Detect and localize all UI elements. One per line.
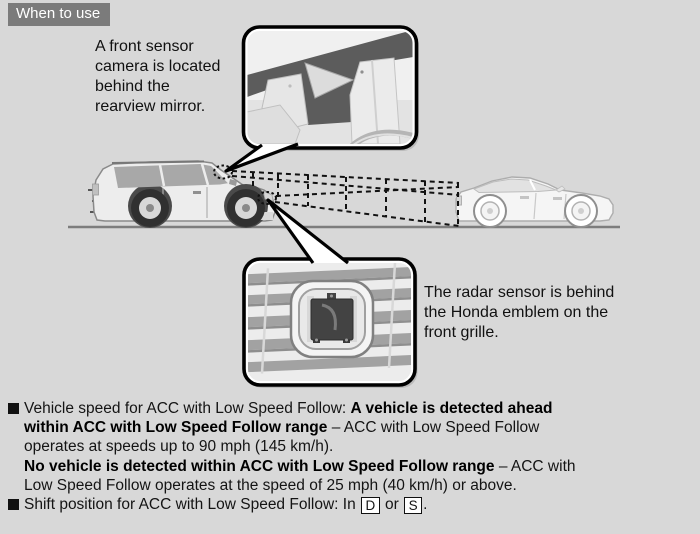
note-text: – ACC with [494, 457, 576, 475]
camera-housing-wedge [304, 62, 355, 99]
radar-callout-pointer [266, 198, 349, 265]
note-text: Shift position for ACC with Low Speed Fo… [24, 496, 360, 514]
sensor-range-illustration [68, 25, 620, 388]
vehicle-speed-note: Vehicle speed for ACC with Low Speed Fol… [8, 399, 682, 495]
camera-location-marker [213, 164, 233, 180]
shift-s-key: S [404, 497, 423, 515]
camera-callout-pointer [224, 142, 299, 173]
camera-callout-box [241, 25, 419, 151]
note-text: – ACC with Low Speed Follow [327, 419, 540, 437]
section-badge: When to use [8, 3, 111, 26]
radar-callout-box [242, 257, 418, 388]
bullet-square-icon [8, 499, 19, 511]
shift-d-key: D [361, 497, 380, 515]
note-text-bold: A vehicle is detected ahead [350, 400, 553, 417]
radar-unit [310, 293, 354, 343]
lead-sedan-illustration [455, 176, 614, 228]
radar-location-marker [257, 191, 277, 205]
shift-position-note: Shift position for ACC with Low Speed Fo… [8, 495, 682, 515]
note-text: Vehicle speed for ACC with Low Speed Fol… [24, 400, 351, 417]
note-text-bold: within ACC with Low Speed Follow range [24, 419, 328, 437]
bullet-square-icon [8, 403, 19, 414]
sensor-range-cone [231, 170, 460, 227]
note-text: or [380, 496, 404, 514]
camera-callout-label: A front sensor camera is located behind … [95, 38, 221, 115]
note-text: Low Speed Follow operates at the speed o… [24, 476, 517, 494]
note-text-bold: No vehicle is detected within ACC with L… [24, 457, 495, 475]
own-suv-illustration [92, 160, 276, 228]
note-text: operates at speeds up to 90 mph (145 km/… [24, 438, 334, 456]
note-text: . [423, 496, 428, 514]
radar-callout-label: The radar sensor is behind the Honda emb… [424, 284, 615, 341]
usage-notes: Vehicle speed for ACC with Low Speed Fol… [8, 399, 682, 515]
